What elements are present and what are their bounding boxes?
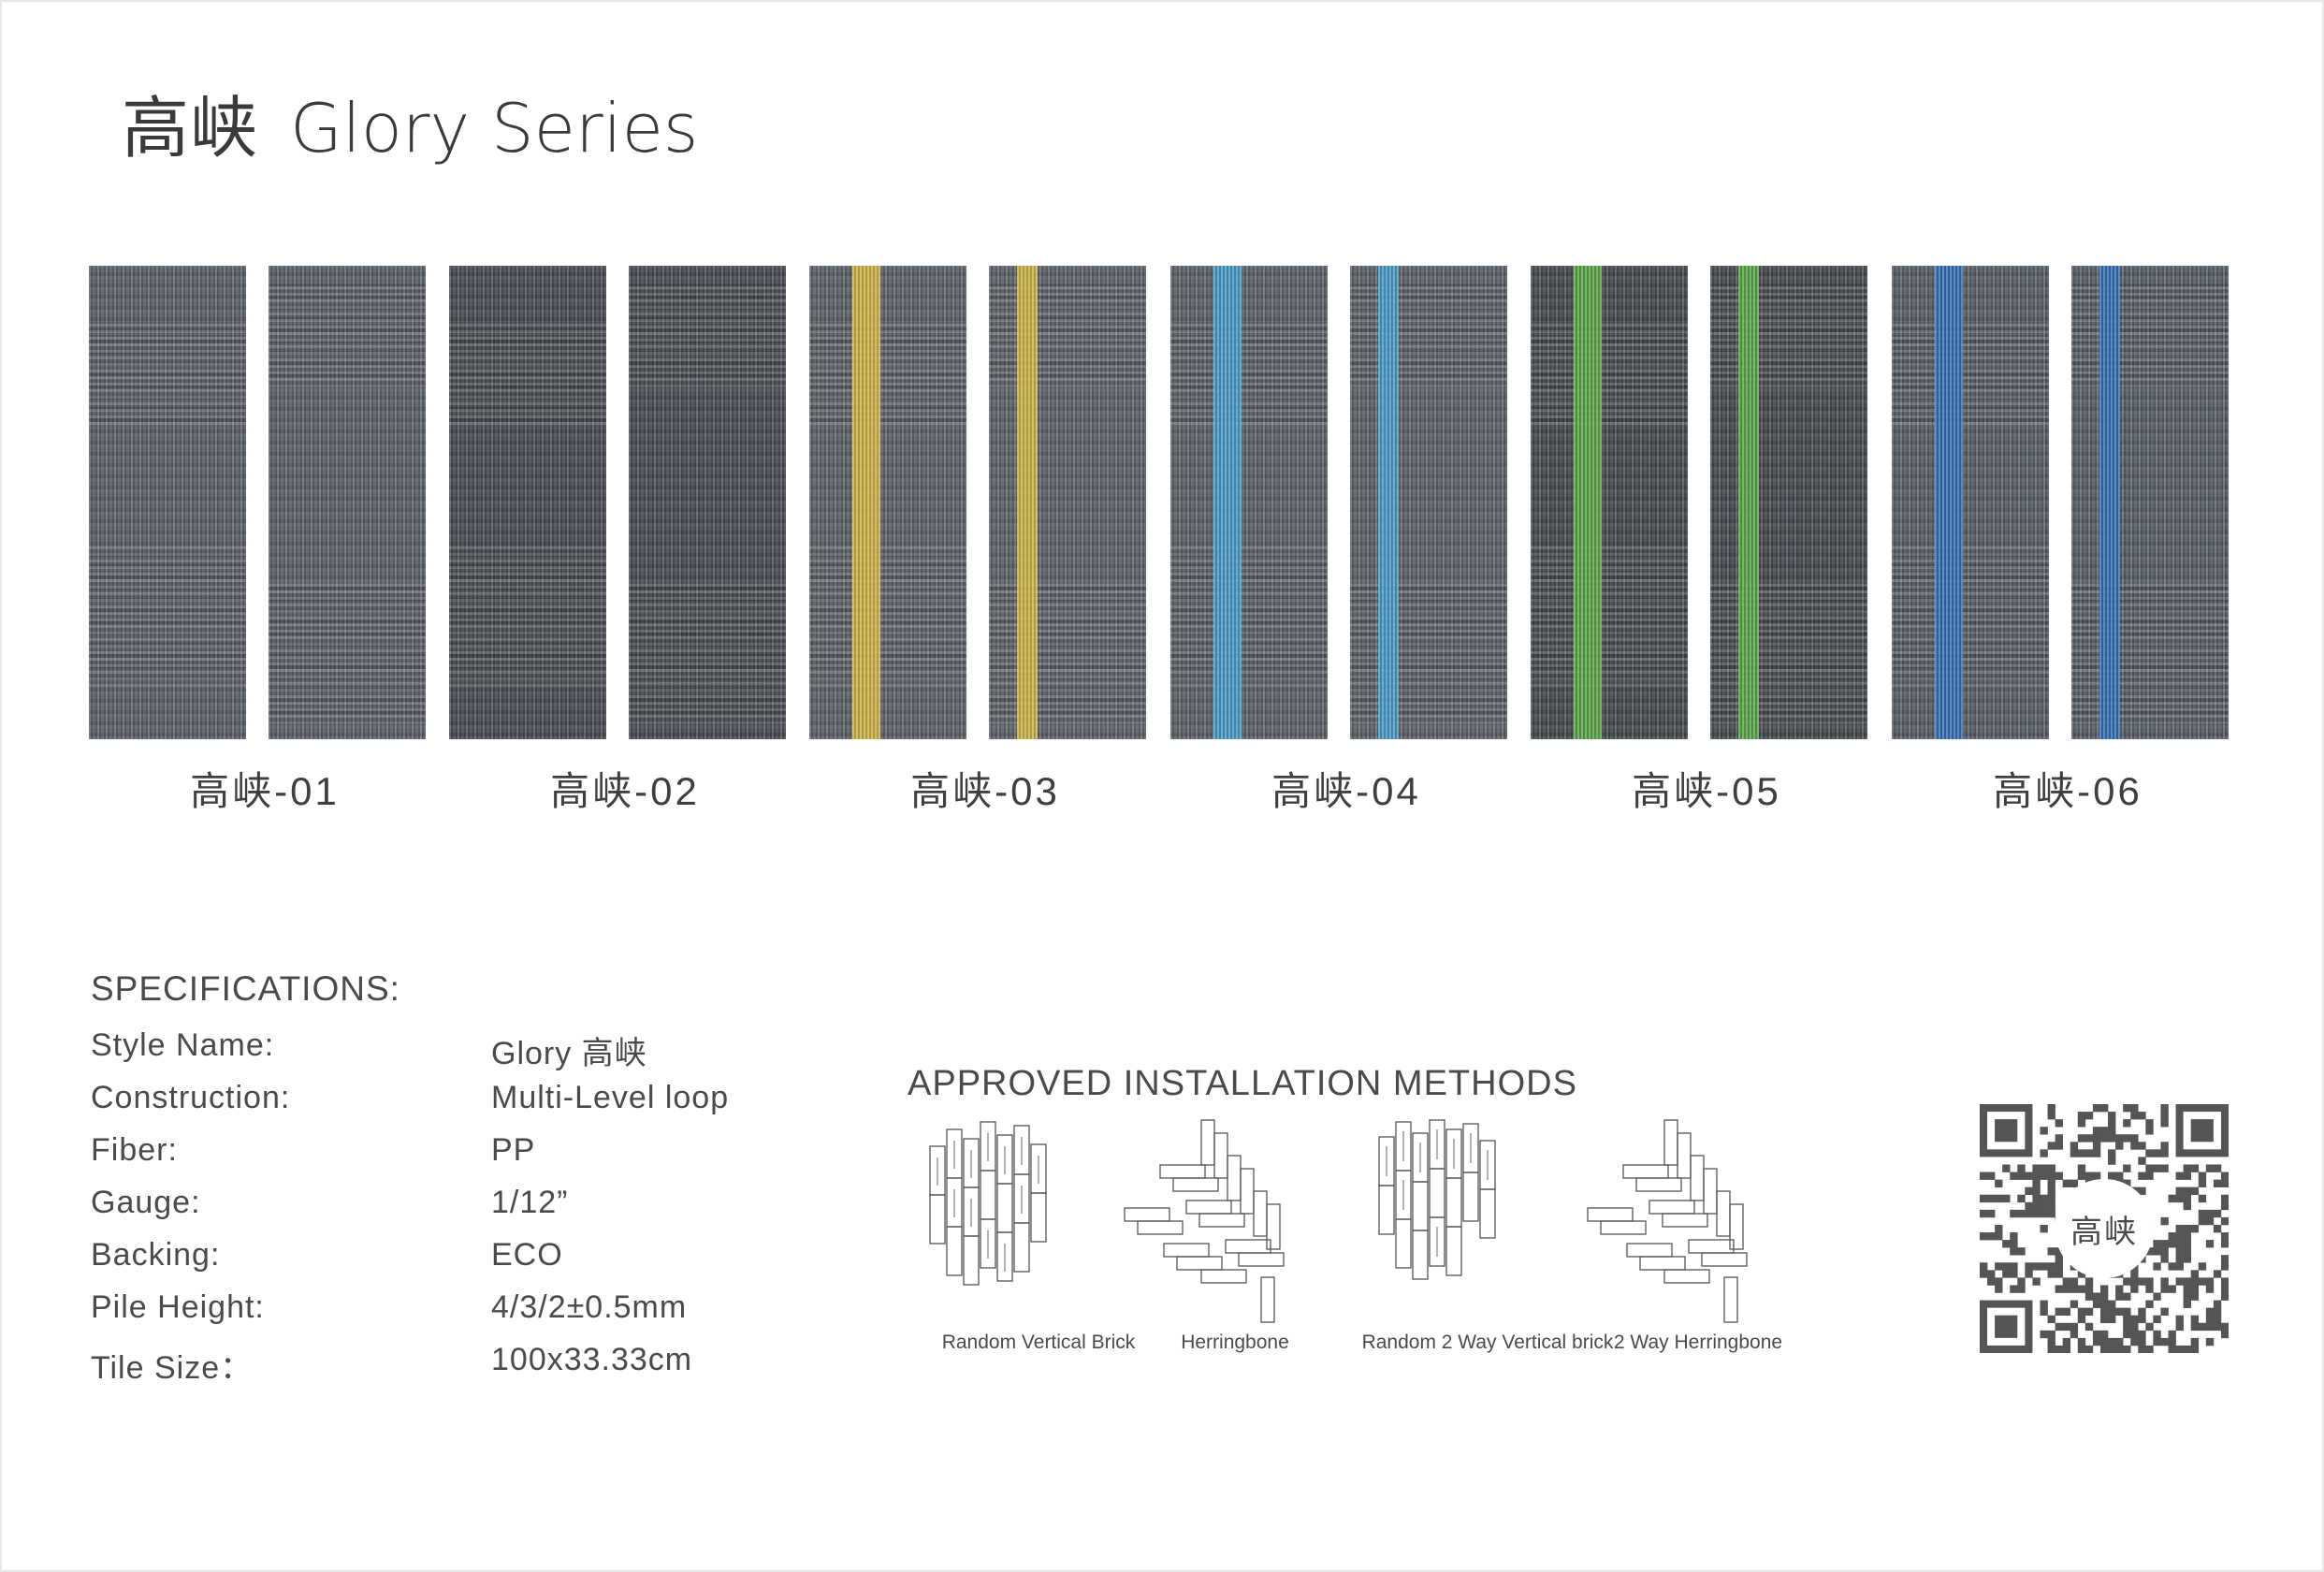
random-vertical-brick-diagram-icon bbox=[929, 1121, 1047, 1286]
spec-value: Multi-Level loop bbox=[491, 1080, 730, 1115]
spec-key: Backing: bbox=[91, 1237, 221, 1273]
sample-label: 高峡-02 bbox=[550, 769, 700, 813]
spec-value: PP bbox=[491, 1132, 536, 1168]
carpet-tile-swatch[interactable] bbox=[989, 266, 1146, 739]
spec-value: 100x33.33cm bbox=[491, 1342, 693, 1377]
sample-label: 高峡-04 bbox=[1271, 769, 1421, 813]
sample-group: 高峡-04 bbox=[1170, 266, 1522, 813]
sample-label: 高峡-01 bbox=[190, 769, 340, 813]
install-method: Random 2 Way Vertical brick bbox=[1362, 1118, 1613, 1380]
sample-gallery: 高峡-01 高峡-02 高峡-03 高峡-04 高峡-05 高峡-06 bbox=[89, 266, 2231, 813]
sample-label: 高峡-06 bbox=[1993, 769, 2142, 813]
spec-key: Style Name: bbox=[91, 1027, 275, 1063]
carpet-tile-swatch[interactable] bbox=[1892, 266, 2049, 739]
spec-key: Fiber: bbox=[91, 1132, 178, 1168]
specifications-heading: SPECIFICATIONS: bbox=[91, 969, 400, 1008]
install-caption: 2 Way Herringbone bbox=[1613, 1332, 1783, 1353]
carpet-tile-swatch[interactable] bbox=[1531, 266, 1688, 739]
carpet-tile-swatch[interactable] bbox=[2071, 266, 2229, 739]
carpet-tile-swatch[interactable] bbox=[1170, 266, 1328, 739]
installation-heading: APPROVED INSTALLATION METHODS bbox=[908, 1064, 1577, 1103]
carpet-tile-swatch[interactable] bbox=[89, 266, 246, 739]
page-title: 高峡 Glory Series bbox=[122, 73, 698, 171]
qr-center-label: 高峡 bbox=[2055, 1179, 2154, 1278]
spec-key: Tile Size： bbox=[91, 1350, 254, 1386]
title-english: Glory Series bbox=[290, 89, 699, 167]
spec-key: Gauge: bbox=[91, 1185, 201, 1220]
spec-row: Tile Size： 100x33.33cm bbox=[91, 1342, 839, 1389]
carpet-tile-swatch[interactable] bbox=[269, 266, 426, 739]
carpet-tile-swatch[interactable] bbox=[1710, 266, 1867, 739]
spec-value: 1/12” bbox=[491, 1185, 569, 1220]
qr-code[interactable]: 高峡 bbox=[1980, 1104, 2230, 1354]
install-method: 2 Way Herringbone bbox=[1586, 1118, 1810, 1380]
carpet-tile-swatch[interactable] bbox=[629, 266, 786, 739]
random-2-way-vertical-brick-diagram-icon bbox=[1378, 1119, 1496, 1280]
sample-group: 高峡-06 bbox=[1892, 266, 2244, 813]
install-caption: Herringbone bbox=[1181, 1332, 1289, 1353]
title-chinese: 高峡 bbox=[122, 89, 259, 167]
herringbone-diagram-icon bbox=[1124, 1119, 1285, 1323]
spec-value: Glory 高峡 bbox=[491, 1036, 647, 1071]
spec-value: 4/3/2±0.5mm bbox=[491, 1289, 688, 1325]
sample-label: 高峡-05 bbox=[1632, 769, 1781, 813]
sample-group: 高峡-02 bbox=[449, 266, 801, 813]
sample-group: 高峡-01 bbox=[89, 266, 441, 813]
spec-row: Style Name: Glory 高峡 bbox=[91, 1027, 839, 1074]
spec-row: Gauge: 1/12” bbox=[91, 1185, 839, 1231]
spec-row: Backing: ECO bbox=[91, 1237, 839, 1284]
install-method: Random Vertical Brick bbox=[926, 1118, 1151, 1380]
spec-row: Construction: Multi-Level loop bbox=[91, 1080, 839, 1127]
spec-key: Pile Height: bbox=[91, 1289, 265, 1325]
sample-label: 高峡-03 bbox=[910, 769, 1060, 813]
sample-group: 高峡-03 bbox=[809, 266, 1161, 813]
install-caption: Random 2 Way Vertical brick bbox=[1361, 1332, 1614, 1353]
spec-value: ECO bbox=[491, 1237, 563, 1273]
spec-row: Fiber: PP bbox=[91, 1132, 839, 1179]
carpet-tile-swatch[interactable] bbox=[809, 266, 966, 739]
carpet-tile-swatch[interactable] bbox=[449, 266, 606, 739]
install-method: Herringbone bbox=[1123, 1118, 1347, 1380]
install-caption: Random Vertical Brick bbox=[941, 1332, 1136, 1353]
carpet-tile-swatch[interactable] bbox=[1350, 266, 1507, 739]
spec-key: Construction: bbox=[91, 1080, 291, 1115]
2-way-herringbone-diagram-icon bbox=[1587, 1119, 1748, 1323]
sample-group: 高峡-05 bbox=[1531, 266, 1882, 813]
spec-row: Pile Height: 4/3/2±0.5mm bbox=[91, 1289, 839, 1336]
